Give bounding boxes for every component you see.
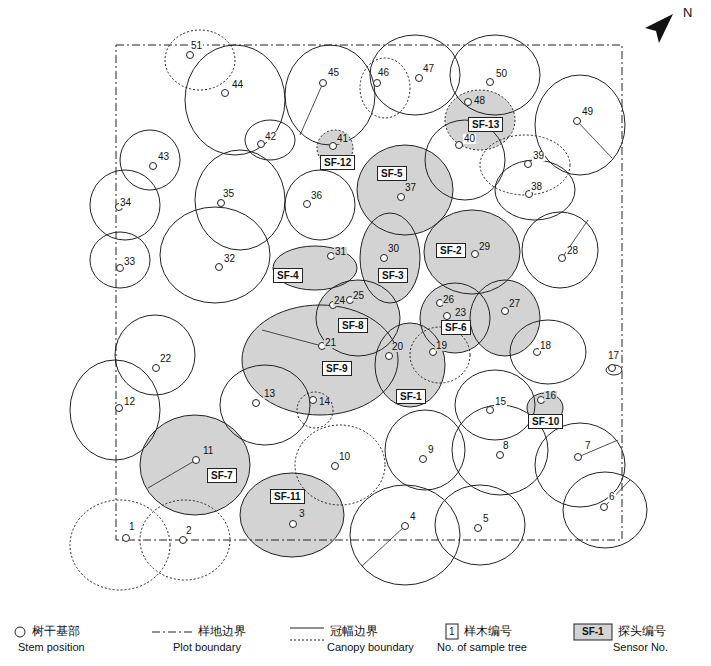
tree-number: 35	[222, 189, 235, 199]
tree-number: 19	[435, 341, 448, 351]
tree-number: 10	[338, 452, 351, 462]
sensor-box: SF-8	[338, 318, 368, 333]
tree-number: 43	[157, 152, 170, 162]
tree-number: 38	[530, 182, 543, 192]
sensor-number: SF-8	[342, 320, 364, 331]
tree-number: 41	[336, 134, 349, 144]
sensor-number: SF-3	[382, 270, 404, 281]
tree-number: 28	[566, 246, 579, 256]
sensor-number: SF-2	[440, 245, 462, 256]
tree-number: 26	[442, 295, 455, 305]
legend-text: 树干基部	[32, 625, 80, 638]
tree-number: 2	[185, 526, 193, 536]
sensor-box: SF-6	[441, 320, 471, 335]
legend-english: Plot boundary	[172, 641, 242, 653]
legend-text: 样地边界	[198, 625, 246, 638]
sensor-box: SF-11	[270, 489, 305, 504]
tree-number: 47	[422, 64, 435, 74]
tree-number: 6	[608, 492, 616, 502]
tree-number: 17	[607, 351, 620, 361]
sensor-box: SF-4	[273, 268, 303, 283]
tree-number: 46	[377, 68, 390, 78]
sensor-number: SF-4	[277, 270, 299, 281]
tree-number: 24	[333, 296, 346, 306]
tree-number: 14	[318, 397, 331, 407]
sensor-number: SF-13	[472, 119, 499, 130]
tree-number: 33	[123, 257, 136, 267]
north-label: N	[682, 6, 693, 19]
sensor-number: SF-5	[381, 168, 403, 179]
tree-number: 12	[123, 397, 136, 407]
tree-number: 16	[544, 391, 557, 401]
tree-number: 36	[310, 191, 323, 201]
tree-number: 7	[584, 441, 592, 451]
tree-number: 48	[473, 96, 486, 106]
sensor-box: SF-9	[322, 361, 352, 376]
legend-english: No. of sample tree	[436, 641, 528, 653]
tree-number: 40	[463, 134, 476, 144]
tree-number: 22	[159, 354, 172, 364]
tree-number: 34	[119, 198, 132, 208]
legend-english: Sensor No.	[612, 641, 669, 653]
sensor-box: SF-5	[377, 166, 407, 181]
legend-sample-text: 1	[448, 627, 456, 637]
sensor-number: SF-1	[400, 391, 422, 402]
tree-number: 51	[190, 41, 203, 51]
tree-number: 27	[508, 299, 521, 309]
sensor-number: SF-9	[326, 363, 348, 374]
tree-number: 5	[482, 514, 490, 524]
legend-text: 探头编号	[618, 625, 666, 638]
sensor-number: SF-6	[445, 322, 467, 333]
tree-number: 20	[391, 342, 404, 352]
sensor-box: SF-2	[436, 243, 466, 258]
tree-number: 3	[298, 509, 306, 519]
tree-number: 50	[495, 69, 508, 79]
legend-text: 冠幅边界	[330, 625, 378, 638]
legend-english: Canopy boundary	[326, 641, 415, 653]
tree-number: 18	[539, 341, 552, 351]
sensor-number: SF-12	[324, 157, 351, 168]
tree-number: 32	[223, 254, 236, 264]
sensor-box: SF-13	[468, 117, 503, 132]
sensor-box: SF-3	[378, 268, 408, 283]
tree-number: 25	[352, 291, 365, 301]
tree-number: 21	[324, 338, 337, 348]
sensor-number: SF-7	[211, 470, 233, 481]
tree-number: 49	[581, 107, 594, 117]
tree-number: 37	[404, 183, 417, 193]
legend-text: 样木编号	[464, 625, 512, 638]
tree-number: 42	[264, 132, 277, 142]
tree-number: 39	[532, 151, 545, 161]
sensor-box: SF-10	[528, 414, 563, 429]
sensor-number: SF-10	[532, 416, 559, 427]
sensor-box: SF-12	[320, 155, 355, 170]
sensor-number: SF-11	[274, 491, 301, 502]
tree-number: 4	[409, 512, 417, 522]
tree-number: 1	[128, 522, 136, 532]
sensor-box: SF-7	[207, 468, 237, 483]
tree-number: 45	[327, 68, 340, 78]
legend-sample-text: SF-1	[581, 627, 605, 637]
tree-number: 11	[202, 446, 214, 456]
tree-number: 23	[454, 308, 467, 318]
tree-number: 29	[478, 242, 491, 252]
tree-number: 13	[263, 389, 276, 399]
tree-number: 44	[231, 80, 244, 90]
tree-number: 9	[427, 445, 435, 455]
legend-english: Stem position	[17, 641, 86, 653]
tree-number: 15	[494, 397, 507, 407]
tree-number: 8	[502, 441, 510, 451]
sensor-box: SF-1	[396, 389, 426, 404]
tree-number: 30	[387, 244, 400, 254]
tree-number: 31	[334, 247, 347, 257]
